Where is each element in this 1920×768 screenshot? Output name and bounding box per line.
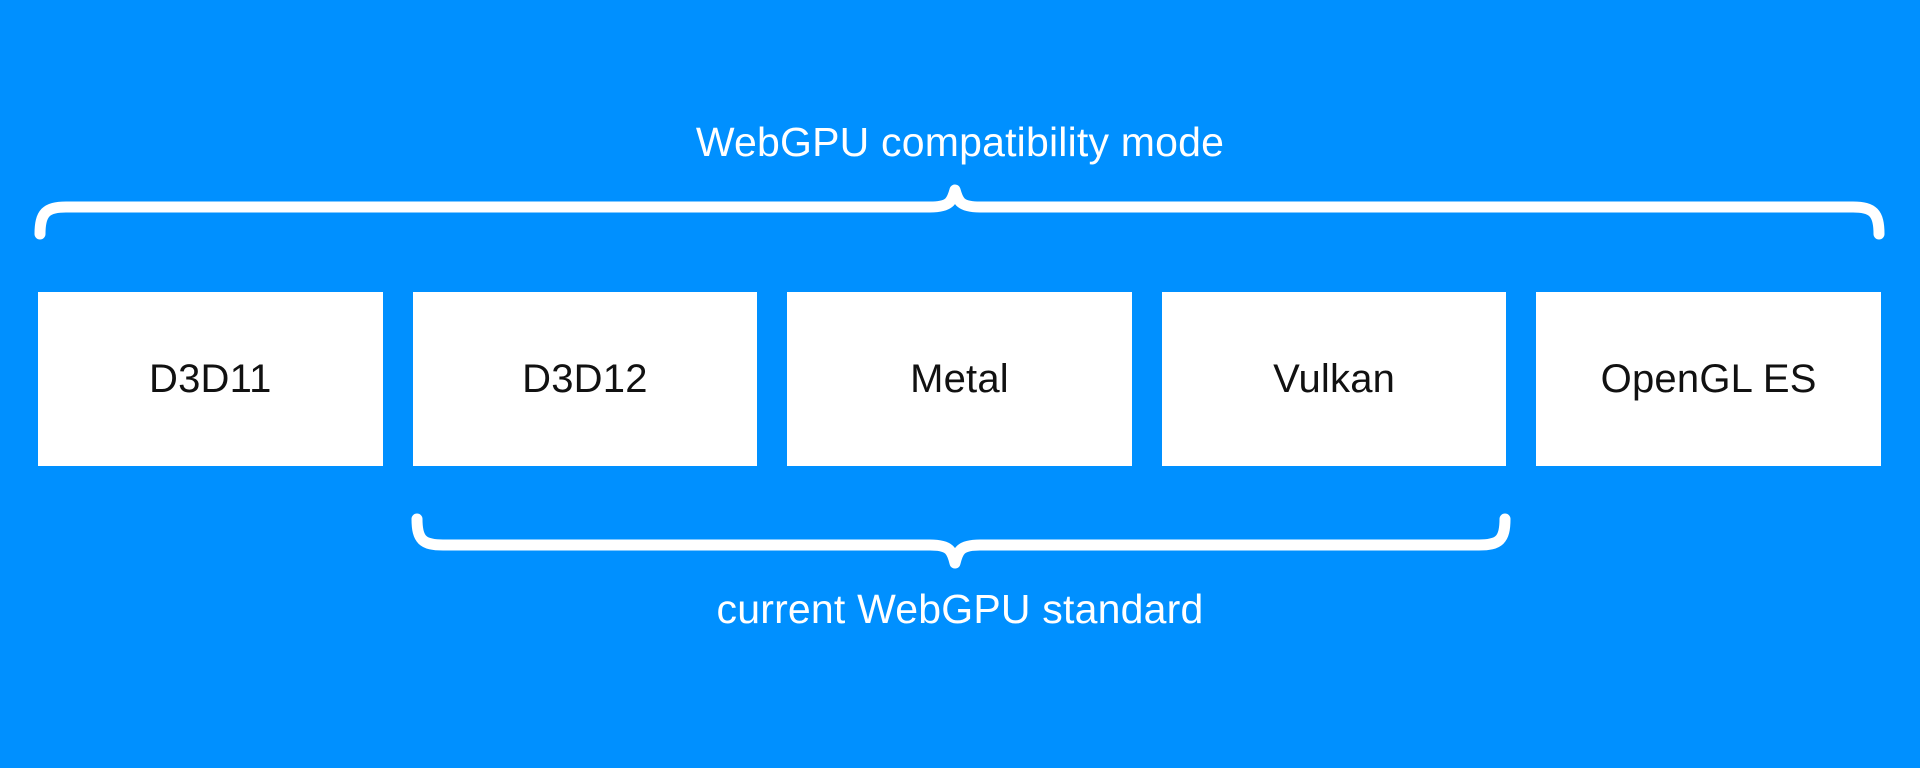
api-box-row: D3D11 D3D12 Metal Vulkan OpenGL ES — [38, 292, 1881, 466]
top-curly-brace-icon — [34, 184, 1885, 240]
api-box-metal[interactable]: Metal — [787, 292, 1132, 466]
api-box-label: D3D11 — [149, 356, 272, 401]
bottom-group-label: current WebGPU standard — [716, 586, 1204, 632]
api-box-opengl-es[interactable]: OpenGL ES — [1536, 292, 1881, 466]
api-box-label: Vulkan — [1273, 356, 1396, 401]
api-box-label: Metal — [910, 356, 1009, 401]
bottom-curly-brace-icon — [411, 513, 1511, 569]
api-box-label: D3D12 — [522, 356, 648, 401]
top-group-label: WebGPU compatibility mode — [695, 119, 1225, 165]
api-box-label: OpenGL ES — [1600, 356, 1817, 401]
api-box-vulkan[interactable]: Vulkan — [1161, 292, 1507, 466]
api-box-d3d12[interactable]: D3D12 — [412, 292, 758, 466]
api-box-d3d11[interactable]: D3D11 — [38, 292, 383, 466]
